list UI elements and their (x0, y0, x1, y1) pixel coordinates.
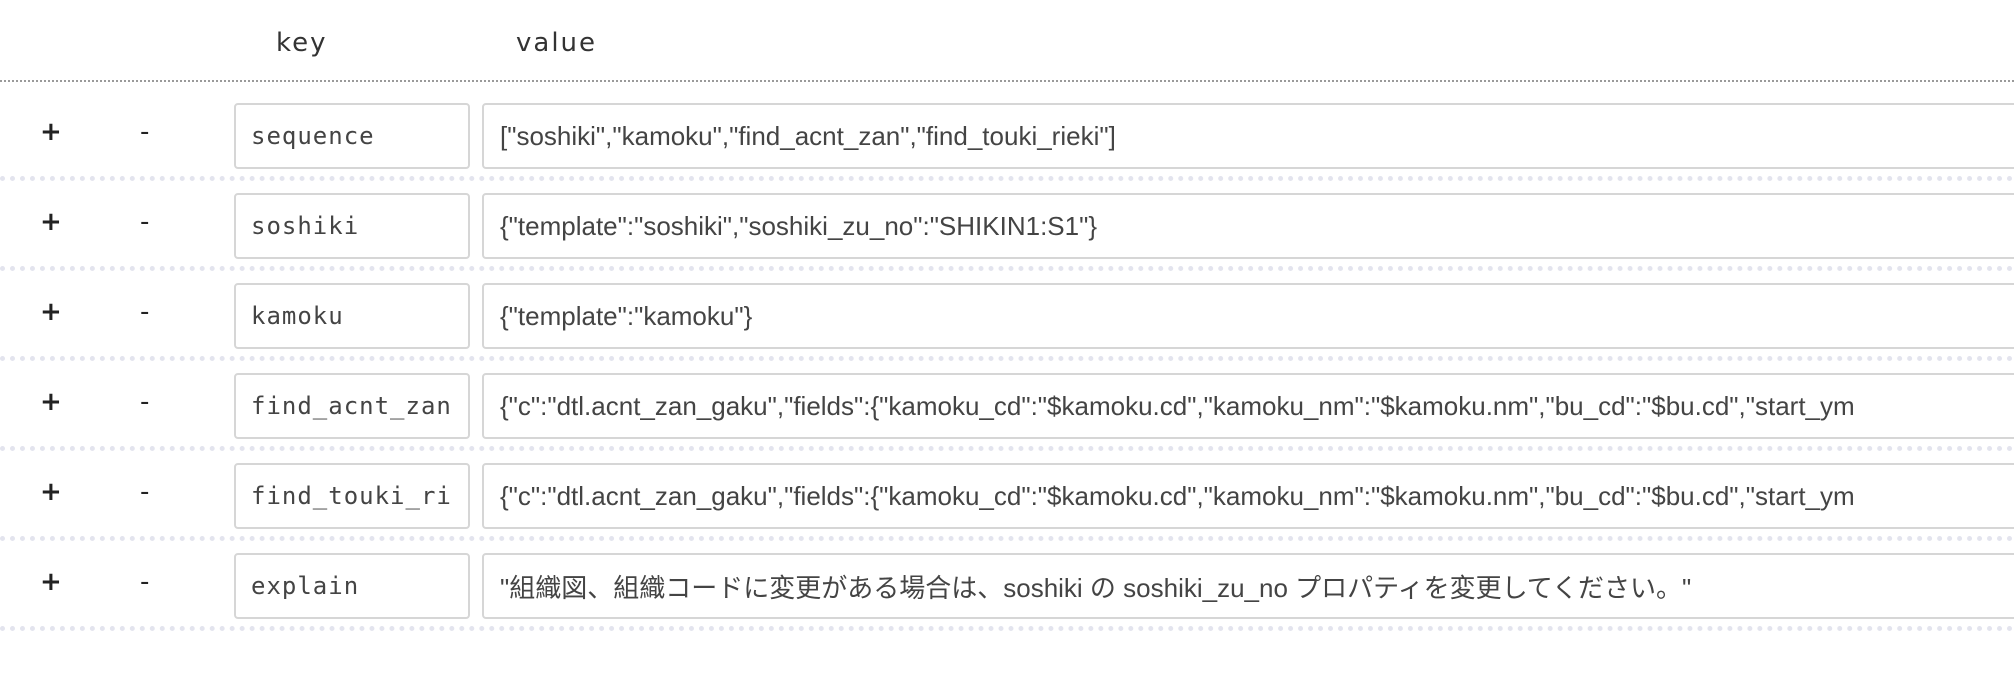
add-row-button[interactable]: + (40, 117, 62, 147)
remove-row-button[interactable]: - (140, 387, 150, 417)
table-row: + - (0, 370, 2014, 460)
value-field[interactable] (482, 463, 2014, 529)
key-value-list: + - + - + - + - + - + - (0, 100, 2014, 640)
value-field[interactable] (482, 553, 2014, 619)
key-field[interactable] (234, 553, 470, 619)
remove-row-button[interactable]: - (140, 117, 150, 147)
remove-row-button[interactable]: - (140, 477, 150, 507)
add-row-button[interactable]: + (40, 297, 62, 327)
key-field[interactable] (234, 463, 470, 529)
add-row-button[interactable]: + (40, 567, 62, 597)
value-field[interactable] (482, 373, 2014, 439)
table-row: + - (0, 190, 2014, 280)
value-column-header: value (516, 28, 598, 58)
table-row: + - (0, 280, 2014, 370)
value-field[interactable] (482, 283, 2014, 349)
table-header: key value (0, 0, 2014, 82)
add-row-button[interactable]: + (40, 387, 62, 417)
key-field[interactable] (234, 103, 470, 169)
remove-row-button[interactable]: - (140, 567, 150, 597)
key-field[interactable] (234, 193, 470, 259)
key-field[interactable] (234, 373, 470, 439)
value-field[interactable] (482, 103, 2014, 169)
key-field[interactable] (234, 283, 470, 349)
remove-row-button[interactable]: - (140, 207, 150, 237)
value-field[interactable] (482, 193, 2014, 259)
key-column-header: key (276, 28, 328, 58)
table-row: + - (0, 100, 2014, 190)
remove-row-button[interactable]: - (140, 297, 150, 327)
add-row-button[interactable]: + (40, 207, 62, 237)
table-row: + - (0, 460, 2014, 550)
add-row-button[interactable]: + (40, 477, 62, 507)
table-row: + - (0, 550, 2014, 640)
